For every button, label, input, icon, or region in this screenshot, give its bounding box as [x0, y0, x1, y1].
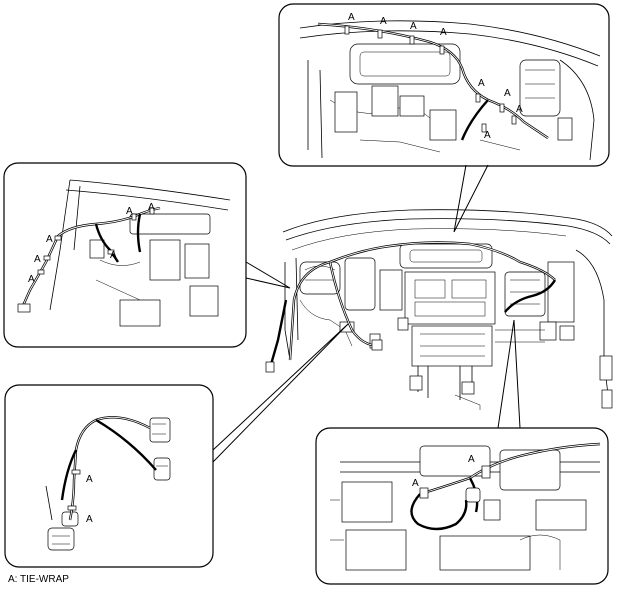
tie-wrap-label: A — [380, 16, 387, 27]
tie-wrap-label: A — [468, 454, 475, 465]
tie-wrap-label: A — [46, 234, 53, 245]
tie-wrap-label: A — [412, 478, 419, 489]
tie-wrap-label: A — [86, 514, 93, 525]
tie-wrap-label: A — [148, 202, 155, 213]
tie-wrap-label: A — [504, 88, 511, 99]
leader-left — [245, 261, 291, 289]
main-instrument-panel — [265, 209, 613, 410]
leader-top-right — [453, 164, 489, 233]
callout-left: A A A A A A — [3, 162, 247, 348]
tie-wrap-label: A — [348, 12, 355, 23]
callout-bottom-right: A A — [315, 427, 609, 585]
leader-bottom-left — [212, 323, 349, 463]
tie-wrap-label: A — [484, 130, 491, 141]
tie-wrap-label: A — [126, 206, 133, 217]
tie-wrap-label: A — [516, 104, 523, 115]
leader-lines — [212, 164, 521, 463]
tie-wrap-label: A — [410, 21, 417, 32]
callout-bottom-left: A A — [4, 384, 214, 568]
leader-bottom-right — [497, 319, 521, 429]
tie-wrap-label: A — [86, 474, 93, 485]
legend-tie-wrap: A: TIE-WRAP — [8, 574, 69, 585]
tie-wrap-label: A — [110, 250, 117, 261]
callout-top-right: A A A A A A A A — [278, 3, 610, 167]
tie-wrap-label: A — [34, 254, 41, 265]
tie-wrap-label: A — [478, 78, 485, 89]
tie-wrap-label: A — [28, 274, 35, 285]
tie-wrap-label: A — [440, 27, 447, 38]
